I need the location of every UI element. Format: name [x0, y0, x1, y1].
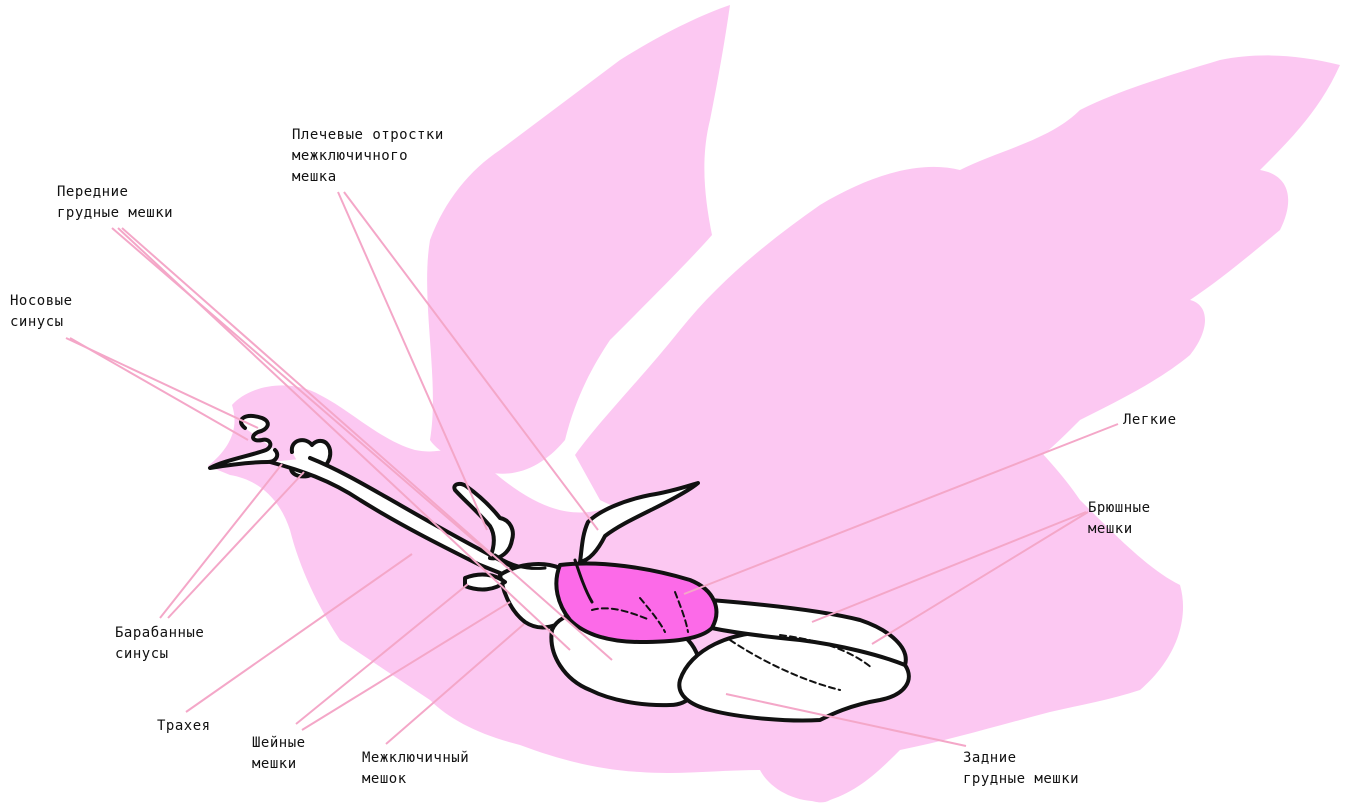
label-tympanic-sinuses: Барабанные синусы	[115, 623, 204, 665]
cervical-sac-shape	[465, 575, 505, 590]
label-posterior-thoracic-sacs: Задние грудные мешки	[963, 748, 1079, 790]
label-posterior-thoracic-line2: грудные мешки	[963, 769, 1079, 790]
label-cervical-line2: мешки	[252, 754, 306, 775]
leader-tympanic-b	[168, 472, 304, 618]
label-nasal-line1: Носовые	[10, 291, 73, 312]
label-abdominal-line2: мешки	[1088, 519, 1151, 540]
label-anterior-thoracic-sacs: Передние грудные мешки	[57, 182, 173, 224]
label-humeral-processes: Плечевые отростки межключичного мешка	[292, 125, 444, 188]
label-humeral-line3: мешка	[292, 167, 444, 188]
label-nasal-sinuses: Носовые синусы	[10, 291, 73, 333]
label-anterior-thoracic-line1: Передние	[57, 182, 173, 203]
leader-nasal-b	[70, 338, 248, 440]
label-trachea: Трахея	[157, 716, 211, 737]
label-cervical-line1: Шейные	[252, 733, 306, 754]
leader-tympanic-a	[160, 464, 282, 618]
label-tympanic-line1: Барабанные	[115, 623, 204, 644]
label-lungs: Легкие	[1123, 410, 1177, 431]
label-posterior-thoracic-line1: Задние	[963, 748, 1079, 769]
label-cervical-sacs: Шейные мешки	[252, 733, 306, 775]
label-abdominal-sacs: Брюшные мешки	[1088, 498, 1151, 540]
label-interclavicular-line2: мешок	[362, 769, 469, 790]
label-interclavicular-line1: Межключичный	[362, 748, 469, 769]
label-humeral-line1: Плечевые отростки	[292, 125, 444, 146]
label-anterior-thoracic-line2: грудные мешки	[57, 203, 173, 224]
label-tympanic-line2: синусы	[115, 644, 204, 665]
label-interclavicular-sac: Межключичный мешок	[362, 748, 469, 790]
label-abdominal-line1: Брюшные	[1088, 498, 1151, 519]
label-nasal-line2: синусы	[10, 312, 73, 333]
label-humeral-line2: межключичного	[292, 146, 444, 167]
label-lungs-line1: Легкие	[1123, 410, 1177, 431]
label-trachea-line1: Трахея	[157, 716, 211, 737]
